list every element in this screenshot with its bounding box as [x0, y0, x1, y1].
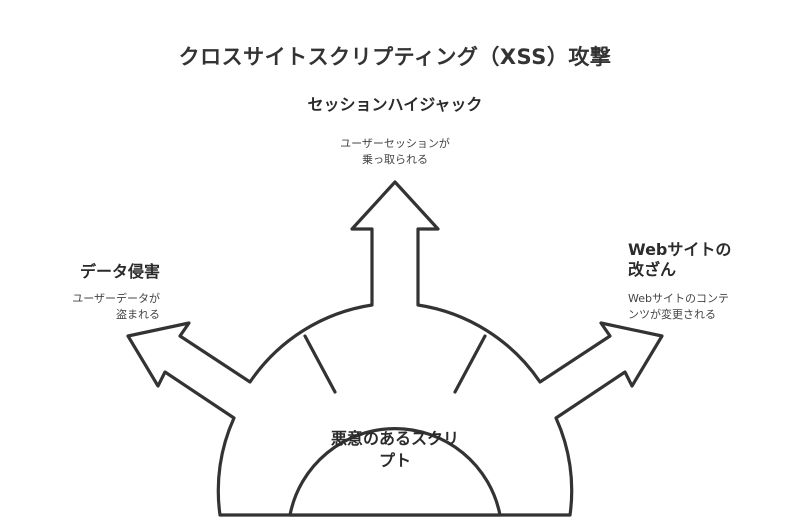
ring-divider-left — [303, 334, 337, 394]
outer-ring-with-arrows — [126, 180, 664, 517]
left-desc-line-2: 盗まれる — [116, 308, 160, 321]
inner-hub — [288, 427, 502, 517]
top-branch-description: ユーザーセッションが 乗っ取られる — [295, 136, 495, 168]
right-desc-line-2: ンツが変更される — [628, 308, 716, 321]
top-desc-line-2: 乗っ取られる — [362, 153, 428, 166]
left-branch-description: ユーザーデータが 盗まれる — [30, 291, 160, 323]
diagram-title: クロスサイトスクリプティング（XSS）攻撃 — [178, 45, 612, 69]
right-heading-line-1: Webサイトの — [628, 240, 732, 259]
right-desc-line-1: Webサイトのコンテ — [628, 292, 729, 305]
left-branch-heading: データ侵害 — [79, 262, 160, 281]
right-branch-description: Webサイトのコンテ ンツが変更される — [628, 291, 778, 323]
top-branch-heading: セッションハイジャック — [307, 95, 483, 114]
right-heading-line-2: 改ざん — [628, 260, 677, 279]
ring-divider-right — [453, 334, 487, 394]
top-desc-line-1: ユーザーセッションが — [340, 137, 450, 150]
center-line-2: プト — [378, 451, 411, 470]
right-branch-heading: Webサイトの 改ざん — [628, 240, 778, 280]
center-line-1: 悪意のあるスクリ — [330, 429, 459, 448]
center-hub-label: 悪意のあるスクリ プト — [300, 428, 490, 472]
left-desc-line-1: ユーザーデータが — [72, 292, 160, 305]
